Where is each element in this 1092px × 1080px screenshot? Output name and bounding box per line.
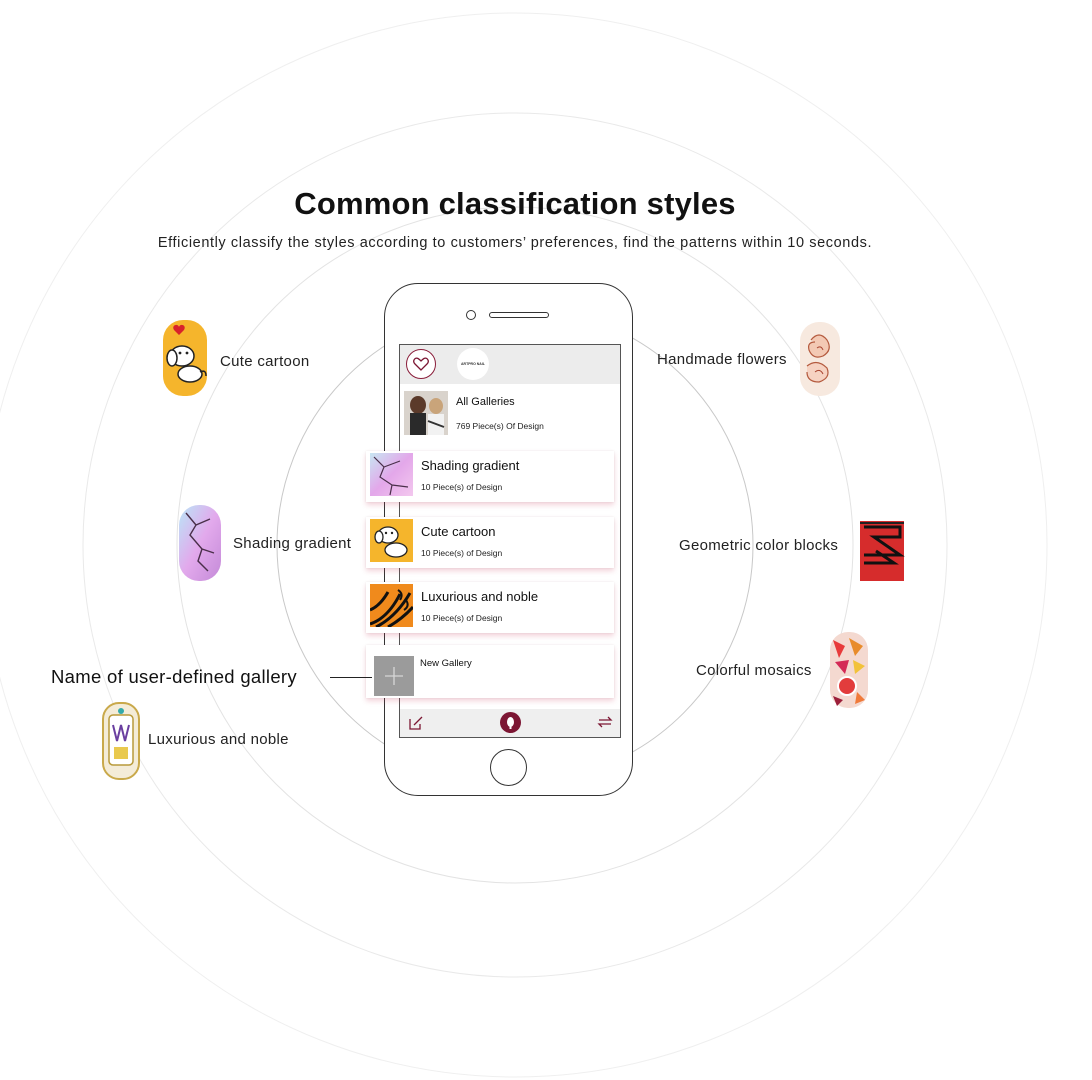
gallery-count: 10 Piece(s) of Design <box>421 482 503 492</box>
colorful-mosaics-nail-image <box>830 632 868 708</box>
gallery-count: 10 Piece(s) of Design <box>421 613 503 623</box>
gallery-title: Shading gradient <box>421 458 520 473</box>
handmade-flowers-label: Handmade flowers <box>657 351 787 368</box>
edit-icon[interactable] <box>408 715 424 731</box>
gallery-card[interactable]: Luxurious and noble 10 Piece(s) of Desig… <box>366 582 614 633</box>
new-gallery-label: New Gallery <box>420 658 472 669</box>
cute-cartoon-label: Cute cartoon <box>220 353 310 370</box>
brand-logo: ARTPRO NAIL <box>457 348 489 380</box>
gallery-card[interactable]: Shading gradient 10 Piece(s) of Design <box>366 451 614 502</box>
cute-cartoon-thumbnail <box>370 519 413 562</box>
all-galleries-count: 769 Piece(s) Of Design <box>456 421 544 431</box>
shading-gradient-label: Shading gradient <box>233 535 352 552</box>
gallery-count: 10 Piece(s) of Design <box>421 548 503 558</box>
app-footer-toolbar <box>400 709 620 737</box>
shading-gradient-nail-image <box>179 505 221 581</box>
gallery-title: Luxurious and noble <box>421 589 539 604</box>
colorful-mosaics-label: Colorful mosaics <box>696 662 812 679</box>
all-galleries-thumbnail <box>404 391 448 435</box>
luxurious-noble-nail-image <box>102 702 140 780</box>
fingernail-icon <box>507 717 514 729</box>
handmade-flowers-nail-image <box>800 322 840 396</box>
gallery-title: Cute cartoon <box>421 524 496 539</box>
plus-icon <box>385 667 403 685</box>
luxurious-noble-thumbnail <box>370 584 413 627</box>
earpiece-speaker <box>489 312 549 318</box>
callout-label: Name of user-defined gallery <box>51 666 297 687</box>
add-gallery-button[interactable] <box>374 656 414 696</box>
front-camera <box>466 310 476 320</box>
all-galleries-row[interactable]: All Galleries 769 Piece(s) Of Design <box>400 385 620 443</box>
page-subtitle: Efficiently classify the styles accordin… <box>157 235 873 251</box>
home-button[interactable] <box>490 749 527 786</box>
page-title: Common classification styles <box>294 186 736 221</box>
geometric-blocks-label: Geometric color blocks <box>679 537 839 554</box>
app-header: ARTPRO NAIL <box>400 345 620 384</box>
sync-icon[interactable] <box>596 715 614 729</box>
nail-print-button[interactable] <box>500 712 521 733</box>
new-gallery-card[interactable]: New Gallery <box>366 645 614 698</box>
luxurious-noble-label: Luxurious and noble <box>148 731 289 748</box>
gallery-card[interactable]: Cute cartoon 10 Piece(s) of Design <box>366 517 614 568</box>
cute-cartoon-nail-image <box>163 320 207 396</box>
callout-line <box>330 677 372 678</box>
shading-gradient-thumbnail <box>370 453 413 496</box>
favorites-button[interactable] <box>406 349 436 379</box>
all-galleries-title: All Galleries <box>456 396 515 408</box>
geometric-blocks-nail-image <box>860 505 905 581</box>
heart-icon <box>413 357 429 371</box>
